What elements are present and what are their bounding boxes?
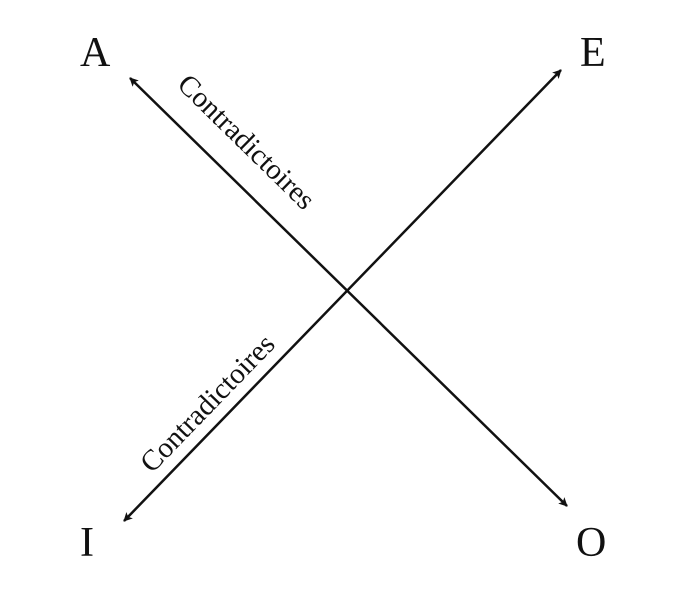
corner-a: A (80, 30, 111, 76)
arrow-a-o (129, 77, 568, 507)
corner-e: E (580, 30, 606, 76)
corner-i: I (80, 520, 94, 566)
arrow-i-e (123, 69, 562, 522)
corner-o: O (576, 520, 606, 566)
relation-label-a-o: Contradictoires (171, 68, 321, 216)
relation-label-e-i: Contradictoires (134, 328, 281, 479)
